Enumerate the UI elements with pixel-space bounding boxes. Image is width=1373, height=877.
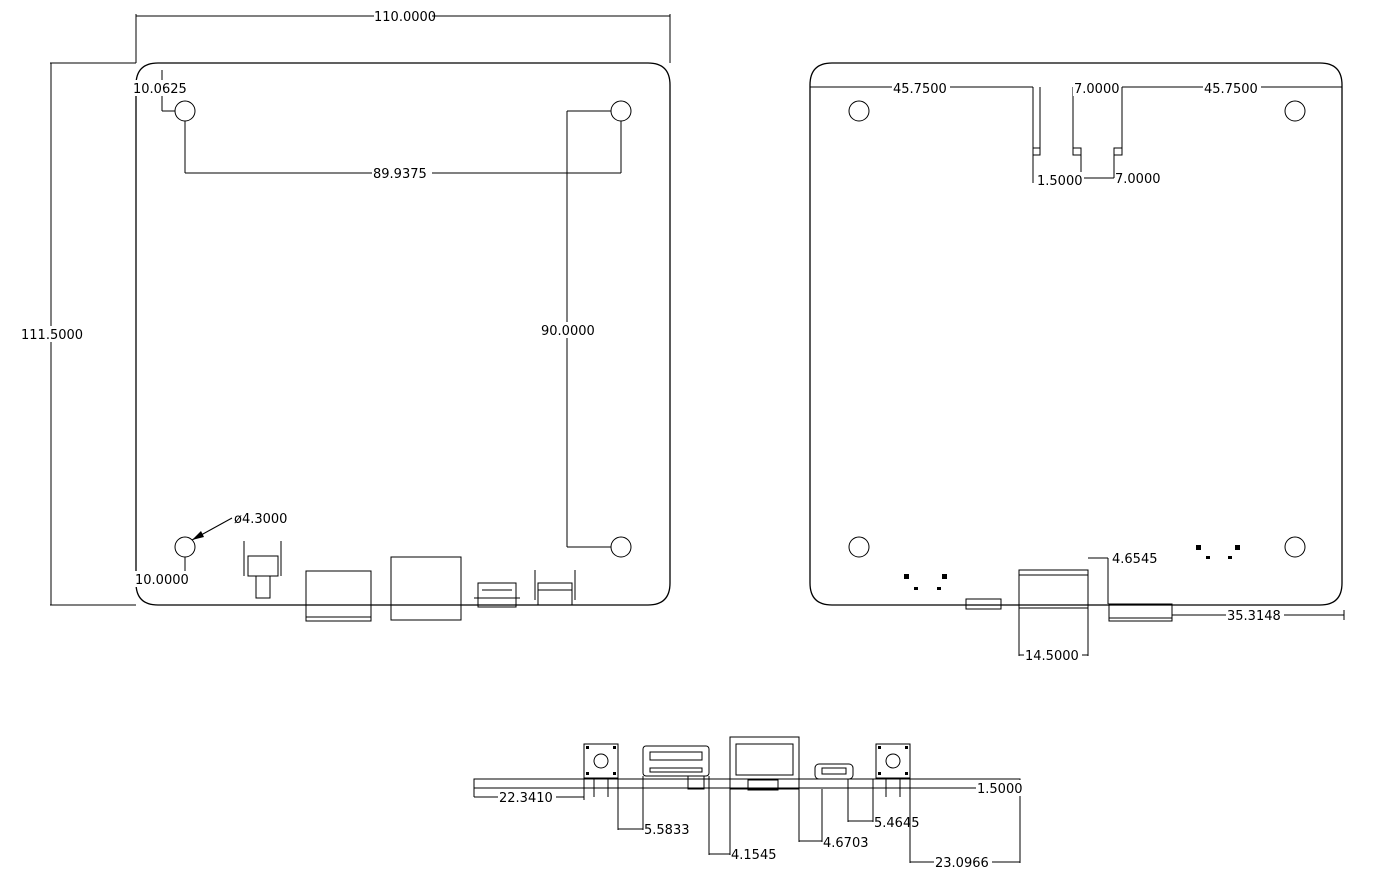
top-reset-button bbox=[534, 570, 576, 606]
dim-hole-offset-y: 10.0000 bbox=[135, 573, 189, 588]
bottom-view bbox=[809, 62, 1345, 656]
front-usb-port bbox=[642, 745, 710, 790]
top-usb-connector bbox=[305, 570, 372, 622]
front-button-right bbox=[875, 743, 911, 797]
bottom-hole-top-right bbox=[1284, 100, 1306, 122]
bottom-hole-bottom-right bbox=[1284, 536, 1306, 558]
dim-connector-offset: 4.6545 bbox=[1112, 552, 1158, 567]
bottom-audio-jack bbox=[1108, 603, 1173, 622]
bottom-ethernet-connector bbox=[1018, 569, 1089, 609]
dim-slot-inner-width: 1.5000 bbox=[1037, 174, 1083, 189]
mounting-hole-bottom-right bbox=[610, 536, 632, 558]
dim-jack-position: 35.3148 bbox=[1227, 609, 1281, 624]
bottom-board-outline bbox=[809, 62, 1343, 606]
dim-left-margin: 45.7500 bbox=[893, 82, 947, 97]
mounting-hole-top-right bbox=[610, 100, 632, 122]
bottom-pads bbox=[904, 545, 1240, 590]
slot-outline bbox=[810, 86, 1342, 183]
front-ethernet-port bbox=[729, 736, 800, 791]
top-ethernet-connector bbox=[390, 556, 462, 621]
dim-micro-usb-position: 5.4645 bbox=[874, 816, 920, 831]
dim-hole-offset-x: 10.0625 bbox=[133, 82, 187, 97]
bottom-micro-usb bbox=[962, 598, 1004, 610]
dim-usb-position: 5.5833 bbox=[644, 823, 690, 838]
front-view bbox=[473, 736, 1022, 863]
dim-board-height: 111.5000 bbox=[21, 328, 83, 343]
top-micro-usb-connector bbox=[474, 582, 520, 608]
dim-button-left-position: 22.3410 bbox=[499, 791, 553, 806]
dimension-labels: 110.0000 111.5000 10.0625 89.9375 90.000… bbox=[20, 8, 1284, 871]
front-micro-usb-port bbox=[814, 763, 854, 780]
dim-ethernet-position: 4.1545 bbox=[731, 848, 777, 863]
dim-button-right-position: 23.0966 bbox=[935, 856, 989, 871]
dim-hole-spacing-x: 89.9375 bbox=[373, 167, 427, 182]
dim-slot-width: 7.0000 bbox=[1074, 82, 1120, 97]
top-view bbox=[50, 14, 671, 622]
dim-hole-diameter: ø4.3000 bbox=[234, 512, 287, 527]
front-board-edge bbox=[473, 778, 1021, 789]
top-board-outline bbox=[135, 62, 671, 606]
dim-connector-width: 14.5000 bbox=[1025, 649, 1079, 664]
mounting-hole-top-left bbox=[174, 100, 196, 122]
dim-right-margin: 45.7500 bbox=[1204, 82, 1258, 97]
bottom-hole-bottom-left bbox=[848, 536, 870, 558]
bottom-hole-top-left bbox=[848, 100, 870, 122]
top-button-connector bbox=[243, 541, 282, 599]
dim-ethernet-width: 4.6703 bbox=[823, 836, 869, 851]
dim-slot-depth: 7.0000 bbox=[1115, 172, 1161, 187]
dim-board-thickness: 1.5000 bbox=[977, 782, 1023, 797]
front-button-left bbox=[583, 743, 619, 797]
dim-board-width: 110.0000 bbox=[374, 10, 436, 25]
dim-hole-spacing-y: 90.0000 bbox=[541, 324, 595, 339]
